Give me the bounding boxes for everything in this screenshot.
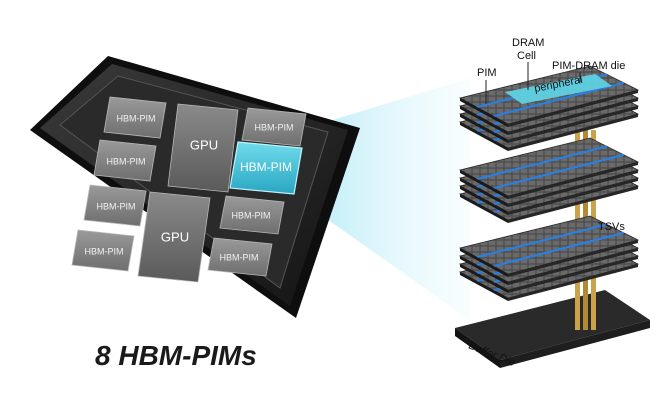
hbm-module-1: HBM-PIM <box>103 96 167 139</box>
dram-cell-label-line2: Cell <box>517 50 536 62</box>
peripheral-region <box>505 74 612 104</box>
hbm-module-label: HBM-PIM <box>107 156 146 166</box>
gpu-1: GPU <box>167 103 239 193</box>
pim-label: PIM <box>477 67 497 79</box>
pim-band <box>493 81 624 118</box>
pim-dram-die-label: PIM-DRAM die <box>552 60 625 72</box>
hbm-module-5: HBM-PIM <box>241 107 307 147</box>
gpu-label: GPU <box>161 229 189 244</box>
pim-band <box>493 153 624 190</box>
pim-band <box>493 231 624 268</box>
dram-stack: peripheral <box>455 65 650 368</box>
hbm-module-label: HBM-PIM <box>117 113 156 123</box>
caption: 8 HBM-PIMs <box>95 340 257 371</box>
hbm-module-3: HBM-PIM <box>83 184 147 227</box>
hbm-module-label: HBM-PIM <box>220 252 259 262</box>
hbm-module-label: HBM-PIM <box>232 210 271 220</box>
highlighted-module-label: HBM-PIM <box>240 160 292 174</box>
dram-die-layer <box>458 215 640 277</box>
hbm-module-highlighted: HBM-PIM <box>229 141 303 195</box>
buffer-die <box>455 290 650 360</box>
hbm-module-2: HBM-PIM <box>93 139 157 182</box>
hbm-module-7: HBM-PIM <box>207 237 273 277</box>
hbm-module-label: HBM-PIM <box>255 122 294 132</box>
tsvs-label: TSVs <box>598 221 625 233</box>
dram-cell-label-line1: DRAM <box>512 37 544 49</box>
hbm-module-label: HBM-PIM <box>97 201 136 211</box>
hbm-module-6: HBM-PIM <box>219 195 285 235</box>
pim-band <box>476 223 608 259</box>
gpu-2: GPU <box>137 191 211 283</box>
gpu-label: GPU <box>190 137 218 152</box>
dram-die-layer <box>458 137 640 199</box>
hbm-module-label: HBM-PIM <box>85 246 124 256</box>
hbm-module-4: HBM-PIM <box>71 229 135 272</box>
pim-band <box>476 145 608 181</box>
